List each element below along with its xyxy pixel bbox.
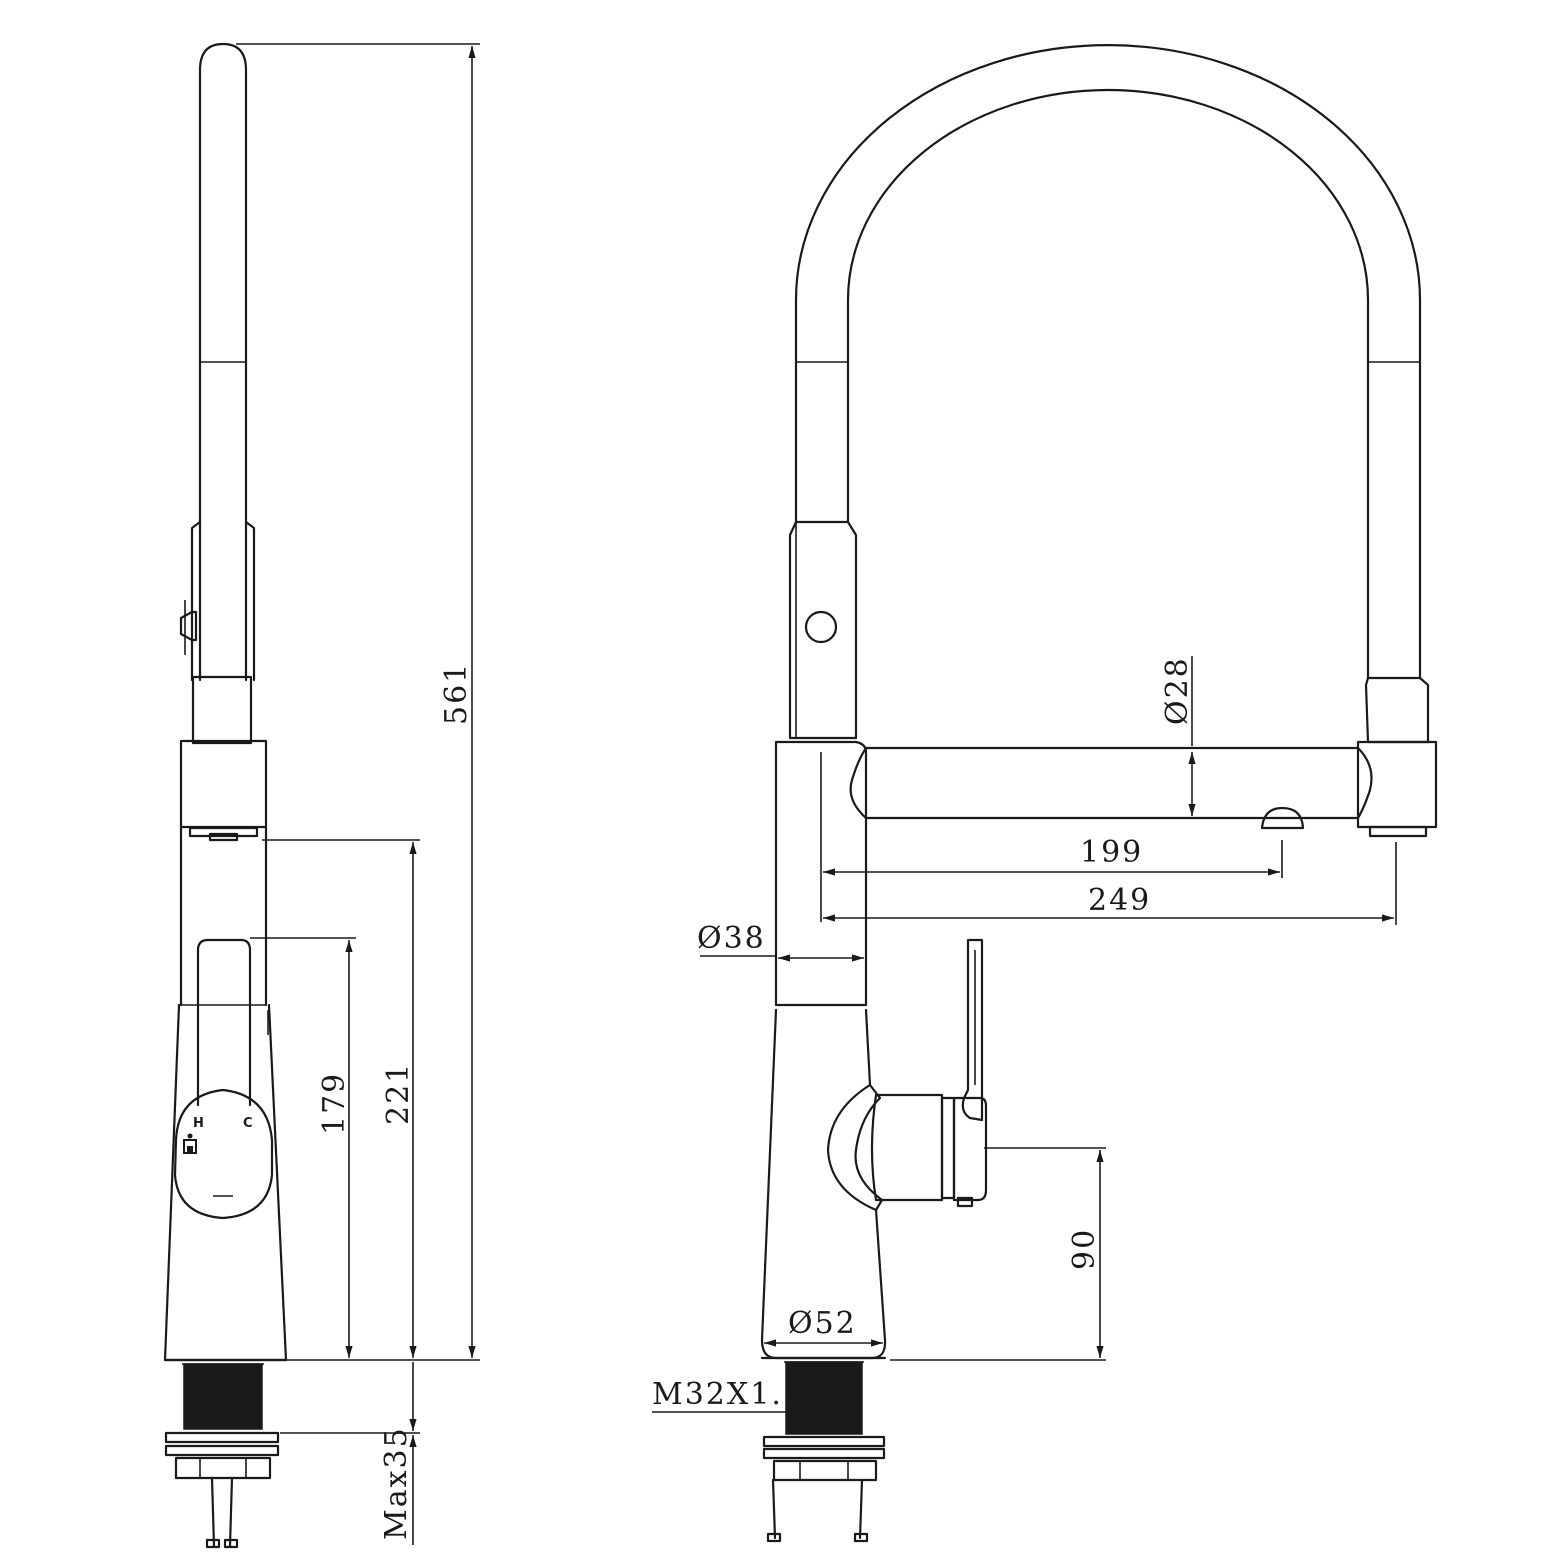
front-cartridge [870, 1093, 944, 1202]
dim-reach-total: 249 [1088, 883, 1151, 918]
front-aerator [1368, 825, 1428, 838]
side-collar [191, 675, 253, 745]
dim-handle-height: 179 [317, 1072, 352, 1135]
side-lever-handle [196, 938, 252, 1107]
front-spout-arm [849, 746, 1373, 820]
dim-lever-height: 90 [1067, 1228, 1102, 1270]
dim-total-height: 561 [439, 662, 474, 725]
dim-body-diameter: Ø38 [697, 921, 766, 956]
side-mount-nut [174, 1456, 272, 1480]
dim-thread: M32X1.5 [652, 1377, 804, 1412]
front-dimensions: Ø28 199 249 Ø38 Ø52 M32X1.5 90 [652, 656, 1397, 1413]
front-arch-inner [846, 88, 1370, 680]
side-view: H C [163, 42, 288, 1549]
front-outlet-block [1356, 740, 1438, 829]
front-spray-head [788, 520, 858, 740]
side-spout-tube [198, 42, 248, 682]
front-threaded-shank [785, 1361, 863, 1435]
side-mount-plate [164, 1431, 280, 1444]
dim-reach-spray: 199 [1080, 835, 1143, 870]
side-outlet-block [179, 739, 268, 829]
dim-spray-diameter: Ø28 [1160, 656, 1195, 725]
cold-mark: C [243, 1116, 253, 1131]
water-drop-icon [183, 1133, 197, 1154]
dim-max-deck: Max35 [379, 1426, 414, 1540]
hot-mark: H [193, 1116, 204, 1131]
side-bolt [210, 1476, 216, 1548]
front-mount-nut [772, 1459, 878, 1482]
side-spray-button [179, 610, 198, 642]
front-lever [961, 938, 984, 1122]
side-dimensions: 561 221 179 Max35 [236, 43, 480, 1545]
front-cartridge-ring [940, 1096, 956, 1200]
spray-button-icon [804, 610, 838, 644]
dim-outlet-height: 221 [381, 1062, 416, 1125]
front-spray-outlet [1260, 806, 1305, 830]
side-aerator [188, 826, 259, 838]
dim-base-diameter: Ø52 [788, 1306, 857, 1341]
front-arch-outer [794, 43, 1422, 680]
front-handle-neck [826, 1083, 884, 1212]
side-handle-dome [173, 1088, 274, 1220]
side-lower-body [163, 1003, 288, 1362]
front-bolt [771, 1478, 777, 1540]
front-view [760, 43, 1438, 1543]
front-mount-plate [762, 1435, 886, 1448]
front-spout-collar [1364, 676, 1430, 744]
side-spray-holder [190, 520, 256, 682]
side-threaded-shank [183, 1363, 263, 1430]
